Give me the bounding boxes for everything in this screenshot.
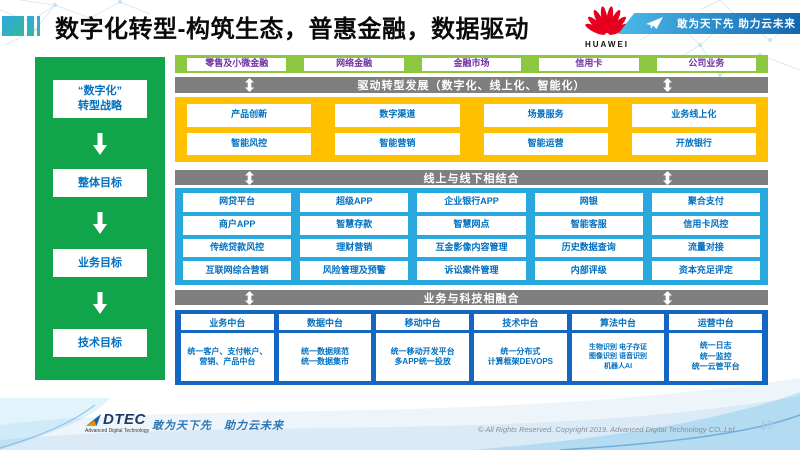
- header-slogan-banner: 敢为天下先 助力云未来: [618, 13, 800, 34]
- business-line-cell: 公司业务: [656, 57, 757, 71]
- platform-body: 统一客户、支付帐户、营销、产品中台: [181, 333, 274, 381]
- application-cell: 超级APP: [300, 193, 409, 212]
- banner-drive-text: 驱动转型发展（数字化、线上化、智能化）: [357, 80, 586, 92]
- page-title: 数字化转型-构筑生态，普惠金融，数据驱动: [55, 16, 529, 43]
- application-cell: 聚合支付: [651, 193, 761, 212]
- application-cell: 诉讼案件管理: [417, 261, 526, 280]
- sidebar-item-tech-goal: 技术目标: [53, 328, 147, 357]
- application-cell: 智慧存款: [300, 215, 409, 235]
- application-cell: 商户APP: [183, 215, 292, 235]
- business-line-cell: 信用卡: [539, 57, 639, 71]
- application-cell: 内部评级: [534, 261, 643, 280]
- platform-column-operation: 运营中台 统一日志 统一监控 统一云管平台: [669, 314, 763, 381]
- platform-title: 算法中台: [571, 314, 665, 330]
- dtec-logo: DTEC Advanced Digital Technology: [85, 412, 149, 434]
- platform-section: 业务中台 统一客户、支付帐户、营销、产品中台 数据中台 统一数据规范 统一数据集…: [175, 310, 768, 385]
- strategy-sidebar: “数字化” 转型战略 整体目标 业务目标 技术目标: [35, 57, 165, 380]
- updown-arrow-icon: [245, 291, 254, 308]
- main-diagram: 零售及小微金融 网络金融 金融市场 信用卡 公司业务 驱动转型发展（数字化、线上…: [175, 55, 768, 385]
- banner-drive-transformation: 驱动转型发展（数字化、线上化、智能化）: [175, 77, 768, 93]
- down-arrow-icon: [93, 212, 107, 235]
- capability-cell: 场景服务: [483, 104, 608, 127]
- banner-online-offline-text: 线上与线下相结合: [423, 172, 520, 185]
- sidebar-item-overall-goal: 整体目标: [53, 169, 147, 198]
- platform-title: 移动中台: [376, 314, 470, 330]
- application-cell: 信用卡风控: [651, 215, 761, 235]
- application-cell: 传统贷款风控: [183, 238, 292, 258]
- business-line-cell: 金融市场: [421, 57, 522, 71]
- title-accent-bars: [2, 16, 40, 36]
- capability-cell: 产品创新: [187, 104, 312, 127]
- platform-title: 技术中台: [474, 314, 567, 330]
- platform-column-tech: 技术中台 统一分布式 计算框架DEVOPS: [474, 314, 567, 381]
- down-arrow-icon: [93, 132, 107, 155]
- business-lines-row: 零售及小微金融 网络金融 金融市场 信用卡 公司业务: [175, 55, 768, 73]
- applications-section: 网贷平台 超级APP 企业银行APP 网银 聚合支付 商户APP 智慧存款 智慧…: [175, 188, 768, 285]
- updown-arrow-icon: [245, 171, 254, 188]
- capability-cell: 业务线上化: [631, 104, 756, 127]
- applications-row: 商户APP 智慧存款 智慧网点 智能客服 信用卡风控: [183, 215, 761, 235]
- updown-arrow-icon: [663, 78, 672, 95]
- applications-row: 传统贷款风控 理财营销 互金影像内容管理 历史数据查询 流量对接: [183, 238, 761, 258]
- application-cell: 互金影像内容管理: [417, 238, 526, 258]
- platform-title: 业务中台: [181, 314, 274, 330]
- application-cell: 历史数据查询: [534, 238, 643, 258]
- copyright-text: © All Rights Reserved. Copyright 2019. A…: [478, 425, 735, 434]
- platform-body: 统一日志 统一监控 统一云管平台: [669, 333, 763, 381]
- banner-online-offline: 线上与线下相结合: [175, 170, 768, 185]
- dtec-subtitle: Advanced Digital Technology: [85, 428, 150, 434]
- huawei-flower-icon: [585, 6, 629, 35]
- updown-arrow-icon: [663, 171, 672, 188]
- updown-arrow-icon: [245, 78, 254, 95]
- application-cell: 企业银行APP: [417, 193, 526, 212]
- platform-column-business: 业务中台 统一客户、支付帐户、营销、产品中台: [181, 314, 274, 381]
- application-cell: 流量对接: [651, 238, 761, 258]
- paper-plane-icon: [646, 17, 663, 30]
- platform-column-mobile: 移动中台 统一移动开发平台 多APP统一投放: [376, 314, 470, 381]
- platform-body: 统一分布式 计算框架DEVOPS: [474, 333, 567, 381]
- platform-body: 统一移动开发平台 多APP统一投放: [376, 333, 470, 381]
- updown-arrow-icon: [663, 291, 672, 308]
- application-cell: 网银: [534, 193, 643, 212]
- application-cell: 理财营销: [300, 238, 409, 258]
- huawei-logo: HUAWEI: [572, 3, 642, 49]
- sidebar-item-strategy: “数字化” 转型战略: [53, 80, 147, 118]
- platform-column-algorithm: 算法中台 生物识别 电子存证 图像识别 语音识别 机器人AI: [571, 314, 665, 381]
- platform-body: 生物识别 电子存证 图像识别 语音识别 机器人AI: [571, 333, 665, 381]
- application-cell: 智慧网点: [417, 215, 526, 235]
- capability-cell: 智能风控: [187, 132, 312, 155]
- dtec-wordmark: DTEC: [103, 411, 146, 428]
- application-cell: 智能客服: [534, 215, 643, 235]
- business-line-cell: 零售及小微金融: [187, 57, 287, 71]
- capability-cell: 智能运营: [483, 132, 608, 155]
- dtec-arrow-icon: [86, 414, 101, 426]
- capabilities-section: 产品创新 数字渠道 场景服务 业务线上化 智能风控 智能营销 智能运营 开放银行: [175, 97, 768, 162]
- capabilities-row: 智能风控 智能营销 智能运营 开放银行: [187, 132, 756, 155]
- capability-cell: 数字渠道: [335, 104, 460, 127]
- applications-row: 网贷平台 超级APP 企业银行APP 网银 聚合支付: [183, 193, 761, 212]
- header-slogan-text: 敢为天下先 助力云未来: [677, 18, 796, 30]
- application-cell: 资本充足评定: [651, 261, 761, 280]
- application-cell: 网贷平台: [183, 193, 292, 212]
- sidebar-item-business-goal: 业务目标: [53, 249, 147, 278]
- capabilities-row: 产品创新 数字渠道 场景服务 业务线上化: [187, 104, 756, 127]
- down-arrow-icon: [93, 292, 107, 315]
- application-cell: 风险管理及预警: [300, 261, 409, 280]
- capability-cell: 开放银行: [631, 132, 756, 155]
- applications-row: 互联网综合营销 风险管理及预警 诉讼案件管理 内部评级 资本充足评定: [183, 261, 761, 280]
- banner-biz-tech: 业务与科技相融合: [175, 290, 768, 305]
- platform-column-data: 数据中台 统一数据规范 统一数据集市: [278, 314, 372, 381]
- footer-slogan: 敢为天下先 助力云未来: [152, 420, 284, 432]
- application-cell: 互联网综合营销: [183, 261, 292, 280]
- business-line-cell: 网络金融: [304, 57, 404, 71]
- page-number: 10: [760, 418, 774, 432]
- banner-biz-tech-text: 业务与科技相融合: [423, 292, 520, 305]
- platform-body: 统一数据规范 统一数据集市: [278, 333, 372, 381]
- huawei-wordmark: HUAWEI: [585, 40, 629, 49]
- platform-title: 数据中台: [278, 314, 372, 330]
- platform-title: 运营中台: [669, 314, 763, 330]
- capability-cell: 智能营销: [335, 132, 460, 155]
